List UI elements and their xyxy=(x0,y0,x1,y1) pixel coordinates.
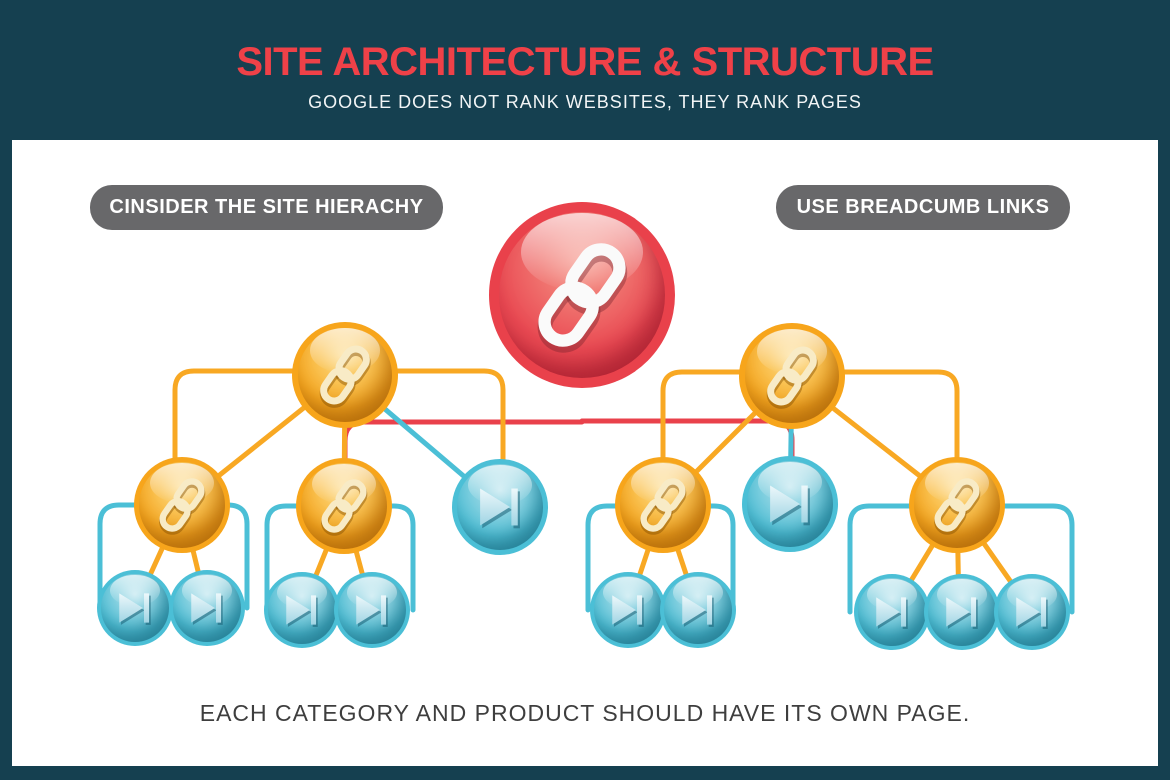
product-d1-node xyxy=(854,574,930,650)
product-right-2-node xyxy=(742,456,838,552)
category-left-node xyxy=(292,322,398,428)
category-right-node xyxy=(739,323,845,429)
chain-link-icon xyxy=(925,473,988,536)
sphere-highlight xyxy=(758,461,822,503)
hierarchy-label: CINSIDER THE SITE HIERACHY xyxy=(90,185,443,230)
left-cat-elbow-child3-connector xyxy=(342,368,506,467)
skip-next-icon xyxy=(274,582,330,638)
subcategory-right-3-node xyxy=(909,457,1005,553)
product-left-3-node xyxy=(452,459,548,555)
chain-link-icon xyxy=(310,340,380,410)
left-cat-elbow-child1-connector xyxy=(172,368,348,465)
product-c1-node xyxy=(590,572,666,648)
sphere-highlight xyxy=(866,578,918,611)
right-cat-elbow-child1-connector xyxy=(660,369,795,465)
skip-next-icon xyxy=(1004,584,1060,640)
sphere-highlight xyxy=(468,464,532,506)
sphere-highlight xyxy=(672,576,724,609)
skip-next-icon xyxy=(864,584,920,640)
chain-link-icon xyxy=(757,341,827,411)
product-a1-node xyxy=(97,570,173,646)
skip-next-icon xyxy=(464,471,535,542)
right-cat-elbow-child3-connector xyxy=(789,369,960,465)
sphere-highlight xyxy=(181,574,233,607)
chain-link-icon xyxy=(150,473,213,536)
breadcrumb-label: USE BREADCUMB LINKS xyxy=(776,185,1070,230)
sphere-highlight xyxy=(602,576,654,609)
subcategory-left-2-node xyxy=(296,458,392,554)
chain-link-icon xyxy=(312,474,375,537)
home-page-node xyxy=(489,202,675,388)
skip-next-icon xyxy=(600,582,656,638)
subcategory-left-1-node xyxy=(134,457,230,553)
sphere-highlight xyxy=(276,576,328,609)
chain-link-icon xyxy=(521,234,644,357)
diagram-panel: CINSIDER THE SITE HIERACHY USE BREADCUMB… xyxy=(12,140,1158,766)
sphere-highlight xyxy=(109,574,161,607)
caption: EACH CATEGORY AND PRODUCT SHOULD HAVE IT… xyxy=(199,700,971,726)
page-subtitle: GOOGLE DOES NOT RANK WEBSITES, THEY RANK… xyxy=(308,92,862,112)
subcategory-right-1-node xyxy=(615,457,711,553)
product-b2-node xyxy=(334,572,410,648)
header: SITE ARCHITECTURE & STRUCTURE GOOGLE DOE… xyxy=(0,0,1170,140)
chain-link-icon xyxy=(631,473,694,536)
skip-next-icon xyxy=(934,584,990,640)
skip-next-icon xyxy=(670,582,726,638)
sphere-highlight xyxy=(1006,578,1058,611)
skip-next-icon xyxy=(107,580,163,636)
sphere-highlight xyxy=(346,576,398,609)
product-b1-node xyxy=(264,572,340,648)
page-title: SITE ARCHITECTURE & STRUCTURE xyxy=(236,40,934,84)
skip-next-icon xyxy=(344,582,400,638)
skip-next-icon xyxy=(179,580,235,636)
site-tree xyxy=(12,140,1158,766)
product-c2-node xyxy=(660,572,736,648)
sphere-highlight xyxy=(936,578,988,611)
product-d3-node xyxy=(994,574,1070,650)
product-d2-node xyxy=(924,574,1000,650)
skip-next-icon xyxy=(754,468,825,539)
product-a2-node xyxy=(169,570,245,646)
